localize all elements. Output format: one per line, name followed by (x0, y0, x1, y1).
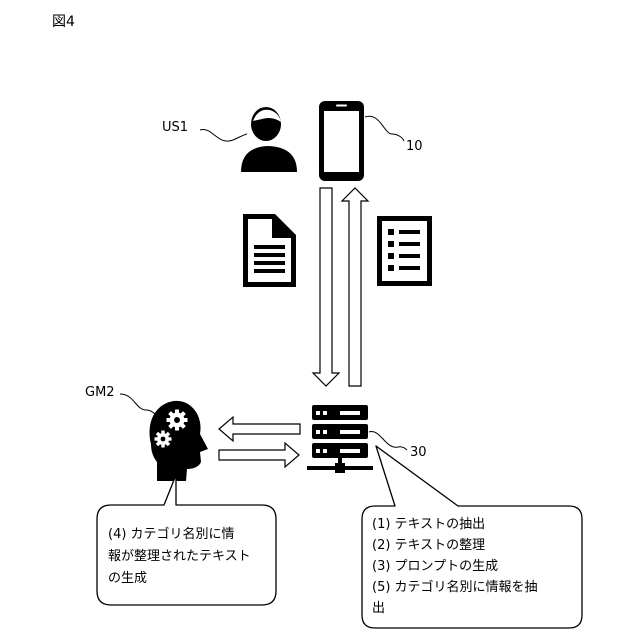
server-leader-line (369, 432, 407, 450)
right-arrow (219, 443, 299, 467)
right-speech-bubble: (1) テキストの抽出 (2) テキストの整理 (3) プロンプトの生成 (5)… (362, 446, 582, 628)
device-group: 10 (319, 101, 423, 181)
left-speech-bubble: (4) カテゴリ名別に情 報が整理されたテキスト の生成 (97, 475, 276, 605)
user-label: US1 (162, 120, 188, 135)
left-bubble-line: (4) カテゴリ名別に情 (108, 526, 235, 542)
user-leader-line (200, 129, 247, 141)
right-bubble-line: (1) テキストの抽出 (372, 517, 485, 532)
server-icon (307, 405, 373, 473)
left-bubble-line: の生成 (108, 571, 147, 586)
left-arrow (219, 417, 300, 441)
user-group: US1 (162, 107, 297, 172)
head-gears-icon (150, 401, 208, 481)
list-icon (377, 216, 432, 286)
right-bubble-line: (3) プロンプトの生成 (372, 559, 498, 574)
server-label: 30 (410, 445, 427, 460)
ai-label: GM2 (85, 385, 115, 400)
right-bubble-line: 出 (372, 601, 385, 616)
ai-group: GM2 (85, 385, 208, 481)
left-bubble-line: 報が整理されたテキスト (108, 549, 251, 564)
down-arrow (313, 188, 339, 386)
document-icon (243, 214, 296, 287)
right-bubble-line: (5) カテゴリ名別に情報を抽 (372, 579, 538, 595)
ai-leader-line (120, 394, 158, 418)
up-arrow (342, 188, 368, 386)
device-leader-line (365, 116, 404, 141)
device-label: 10 (406, 139, 423, 154)
right-bubble-line: (2) テキストの整理 (372, 538, 485, 553)
server-group: 30 (307, 405, 427, 473)
smartphone-icon (319, 101, 364, 181)
person-icon (241, 107, 297, 172)
figure-label: 図4 (52, 14, 75, 30)
